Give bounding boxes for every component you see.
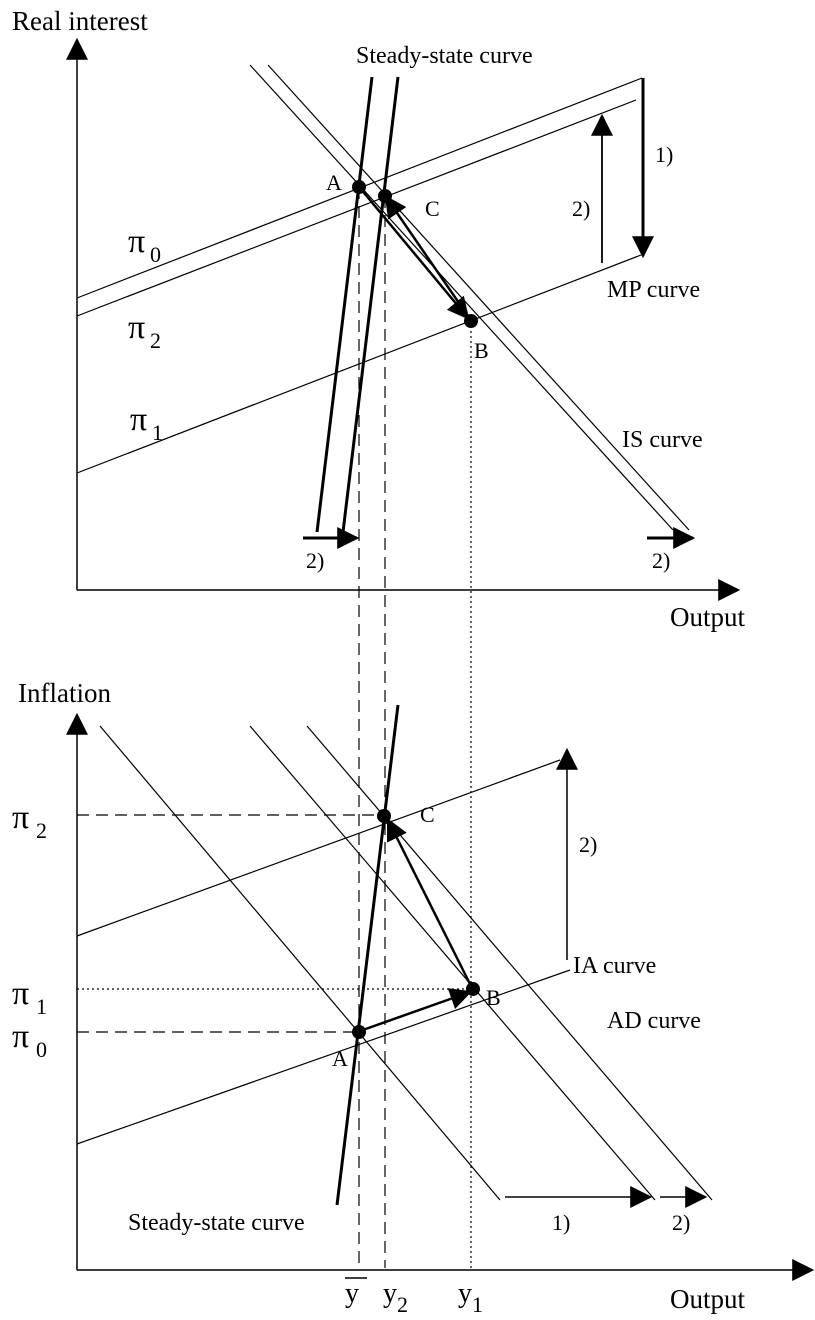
is-curve-shifted [267, 64, 690, 531]
top-arrow-b-to-c [384, 195, 472, 320]
top-pi1-label: π 1 [130, 401, 163, 445]
ad-shift-2-label: 2) [672, 1210, 690, 1235]
steady-state-curve-shifted [341, 76, 400, 533]
top-arrow-a-to-b [359, 187, 470, 320]
bottom-steady-state-curve [335, 704, 400, 1206]
tick-y2: y 2 [383, 1278, 408, 1317]
bottom-point-a-label: A [332, 1046, 348, 1071]
svg-text:1: 1 [152, 420, 163, 445]
bottom-point-c-label: C [420, 802, 435, 827]
svg-text:1: 1 [36, 994, 47, 1019]
mp-shift-1-label: 1) [655, 142, 673, 167]
svg-text:0: 0 [36, 1037, 47, 1062]
top-x-axis-title: Output [670, 602, 746, 632]
svg-text:2: 2 [150, 328, 161, 353]
svg-text:y: y [458, 1278, 472, 1309]
top-panel: Real interest Output Steady-state curve … [12, 6, 746, 632]
ia-shift-2-label: 2) [579, 832, 597, 857]
mp-curve-label: MP curve [607, 277, 700, 303]
bottom-steady-state-label: Steady-state curve [128, 1210, 305, 1236]
ad-curve-final [306, 725, 713, 1201]
bottom-point-c [377, 809, 391, 823]
svg-text:π: π [128, 223, 145, 260]
svg-text:0: 0 [150, 242, 161, 267]
bottom-point-b [466, 982, 480, 996]
bottom-pi2-label: π 2 [12, 799, 47, 843]
ia-curve-shifted [76, 759, 561, 937]
tick-ybar: y [345, 1277, 367, 1309]
svg-text:y: y [383, 1278, 397, 1309]
bottom-point-b-label: B [486, 985, 501, 1010]
bottom-panel: Inflation Output IA curve AD curve Stead… [12, 678, 815, 1317]
svg-text:1: 1 [472, 1292, 483, 1317]
svg-text:π: π [12, 975, 29, 1012]
top-pi2-label: π 2 [128, 309, 161, 353]
bottom-pi0-label: π 0 [12, 1018, 47, 1062]
bottom-arrow-b-to-c [386, 818, 473, 987]
ad-curve-label: AD curve [607, 1008, 701, 1034]
bottom-pi1-label: π 1 [12, 975, 47, 1019]
ad-curve-middle [249, 725, 656, 1201]
top-point-c-label: C [425, 196, 440, 221]
top-pi0-label: π 0 [128, 223, 161, 267]
steady-state-shift-2-label: 2) [306, 548, 324, 573]
is-shift-2-label: 2) [652, 548, 670, 573]
svg-text:y: y [345, 1278, 359, 1309]
ia-curve-initial [76, 969, 571, 1145]
svg-text:π: π [12, 799, 29, 836]
tick-y1: y 1 [458, 1278, 483, 1317]
bottom-arrow-a-to-b [359, 988, 473, 1033]
svg-text:π: π [12, 1018, 29, 1055]
bottom-point-a [352, 1025, 366, 1039]
top-y-axis-title: Real interest [12, 6, 148, 36]
ad-shift-1-label: 1) [552, 1210, 570, 1235]
svg-text:2: 2 [36, 818, 47, 843]
ia-curve-label: IA curve [573, 953, 656, 979]
ad-curve-initial [99, 725, 501, 1201]
svg-text:2: 2 [397, 1292, 408, 1317]
steady-state-curve-initial [315, 76, 374, 533]
top-point-a-label: A [326, 170, 342, 195]
is-curve-label: IS curve [622, 427, 703, 453]
guide-lines [358, 187, 472, 1268]
top-point-b-label: B [474, 338, 489, 363]
svg-text:π: π [130, 401, 147, 438]
bottom-x-axis-title: Output [670, 1284, 746, 1314]
top-steady-state-label: Steady-state curve [356, 43, 533, 69]
bottom-y-axis-title: Inflation [18, 678, 111, 708]
svg-text:π: π [128, 309, 145, 346]
mp-shift-2-label: 2) [572, 196, 590, 221]
